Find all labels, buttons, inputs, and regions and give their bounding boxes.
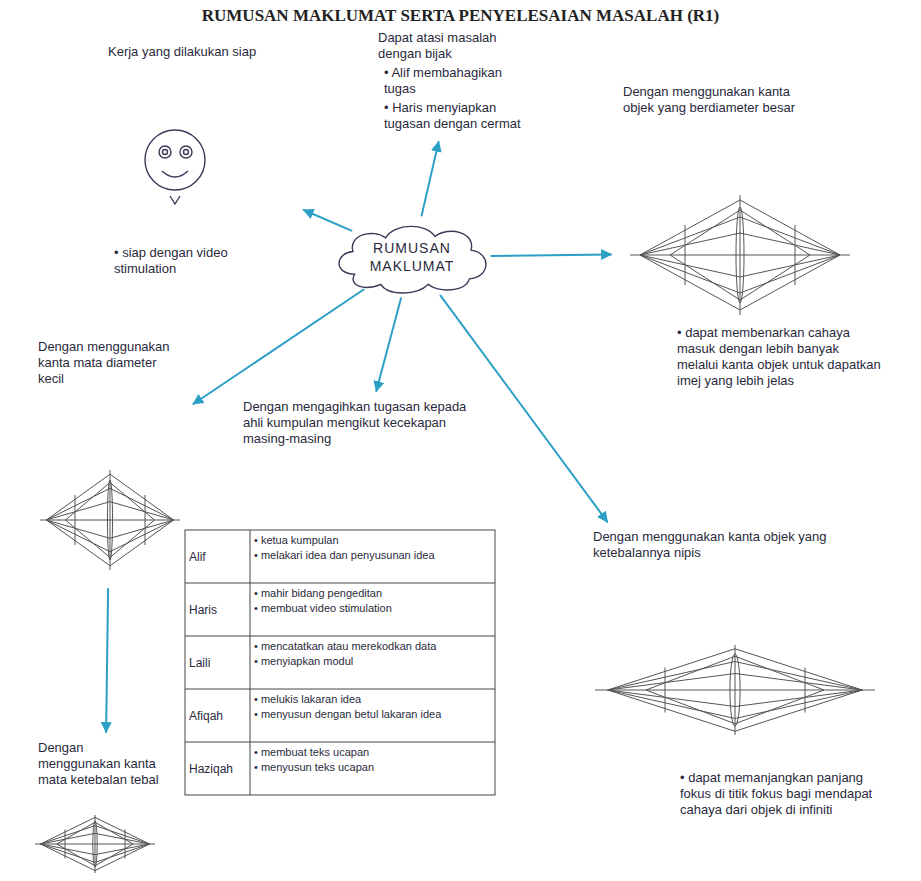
task-cell: • ketua kumpulan • melakari idea dan peny… — [254, 534, 490, 563]
branch-point: • dapat memanjangkan panjang fokus di ti… — [680, 770, 880, 818]
member-name: Haris — [189, 603, 247, 617]
cloud-text: RUMUSAN MAKLUMAT — [362, 239, 462, 275]
task-item: • mencatatkan atau merekodkan data — [254, 640, 490, 653]
smiley-drawing — [145, 130, 205, 204]
task-item: • menyusun teks ucapan — [254, 761, 490, 774]
branch-note: Kerja yang dilakukan siap • siap dengan v… — [100, 40, 300, 290]
lens-figure — [35, 815, 155, 873]
task-item: • ketua kumpulan — [254, 534, 490, 547]
task-item: • melukis lakaran idea — [254, 693, 490, 706]
branch-point: • Haris menyiapkan tugasan dengan cermat — [384, 100, 532, 132]
branch-heading: Dengan menggunakan kanta mata diameter k… — [38, 339, 178, 387]
branch-arrow — [376, 298, 401, 391]
branch-heading: Dengan menggunakan kanta mata ketebalan … — [38, 740, 168, 788]
branch-heading: Dengan menggunakan kanta objek yang kete… — [593, 529, 848, 561]
branch-heading: Dengan mengagihkan tugasan kepada ahli k… — [243, 399, 488, 447]
cloud-path — [339, 226, 486, 293]
branch-note: Dengan menggunakan kanta objek yang berd… — [615, 80, 890, 425]
task-item: • membuat teks ucapan — [254, 746, 490, 759]
branch-point: • dapat membenarkan cahaya masuk dengan … — [677, 325, 882, 389]
task-item: • mahir bidang pengeditan — [254, 587, 490, 600]
branch-point: • Alif membahagikan tugas — [384, 65, 532, 97]
branch-arrow — [491, 254, 611, 256]
diagram-title: RUMUSAN MAKLUMAT SERTA PENYELESAIAN MASA… — [0, 6, 921, 26]
branch-note: Dengan mengagihkan tugasan kepada ahli k… — [235, 395, 500, 453]
branch-heading: Kerja yang dilakukan siap — [108, 44, 258, 60]
lens-figure — [595, 645, 875, 735]
task-cell: • melukis lakaran idea • menyusun dengan … — [254, 693, 490, 722]
branch-heading: Dengan menggunakan kanta objek yang berd… — [623, 84, 818, 116]
task-table-grid — [185, 530, 495, 795]
lens-figure — [630, 195, 850, 315]
cloud-outline — [330, 216, 494, 298]
branch-note: Dapat atasi masalah dengan bijak• Alif m… — [370, 26, 535, 138]
branch-note: Dengan menggunakan kanta objek yang kete… — [585, 525, 885, 865]
task-item: • membuat video stimulation — [254, 602, 490, 615]
member-name: Laili — [189, 656, 247, 670]
branch-arrow — [422, 142, 439, 216]
task-cell: • membuat teks ucapan • menyusun teks uca… — [254, 746, 490, 775]
branch-note: Dengan menggunakan kanta mata diameter k… — [30, 335, 190, 585]
branch-note: Dengan menggunakan kanta mata ketebalan … — [30, 736, 180, 874]
task-cell: • mencatatkan atau merekodkan data • meny… — [254, 640, 490, 669]
member-name: Afiqah — [189, 709, 247, 723]
task-item: • menyiapkan modul — [254, 655, 490, 668]
branch-arrow — [304, 210, 352, 231]
task-item: • melakari idea dan penyusunan idea — [254, 549, 490, 562]
task-cell: • mahir bidang pengeditan • membuat video… — [254, 587, 490, 616]
branch-arrow — [193, 290, 363, 405]
branch-heading: Dapat atasi masalah dengan bijak — [378, 30, 528, 62]
branch-point: • siap dengan video stimulation — [114, 245, 274, 277]
member-name: Haziqah — [189, 762, 247, 776]
central-cloud: RUMUSAN MAKLUMAT — [330, 216, 494, 298]
lens-figure — [40, 470, 180, 570]
task-item: • menyusun dengan betul lakaran idea — [254, 708, 490, 721]
branch-arrow — [106, 589, 108, 732]
member-name: Alif — [189, 550, 247, 564]
